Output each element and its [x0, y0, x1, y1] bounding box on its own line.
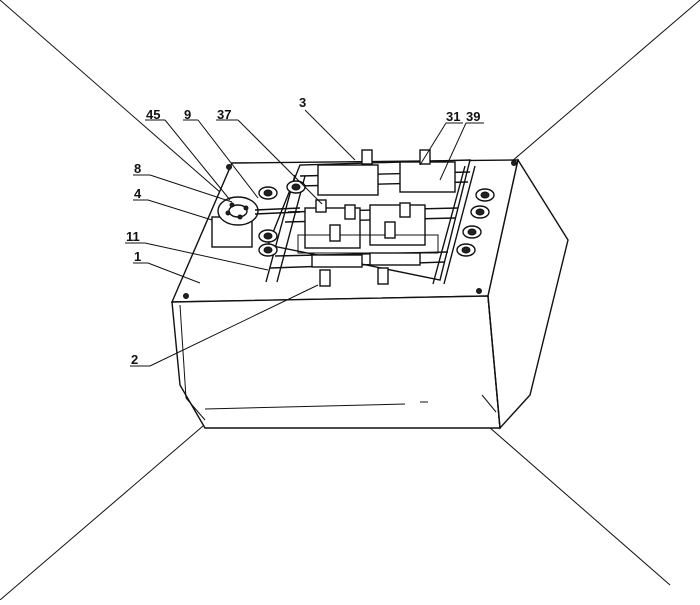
label-45: 45 [146, 107, 160, 122]
label-37: 37 [217, 107, 231, 122]
label-3: 3 [299, 95, 306, 110]
clamp-knobs [315, 149, 431, 287]
reference-labels: 45 9 37 3 31 39 8 4 11 1 2 [126, 95, 480, 367]
label-31: 31 [446, 109, 460, 124]
label-11: 11 [126, 229, 140, 244]
label-2: 2 [131, 352, 138, 367]
label-39: 39 [466, 109, 480, 124]
label-8: 8 [134, 161, 141, 176]
label-1: 1 [134, 249, 141, 264]
leader-lines [125, 109, 484, 367]
label-9: 9 [184, 107, 191, 122]
left-rollers [258, 180, 306, 257]
label-4: 4 [134, 186, 142, 201]
front-face [171, 295, 501, 429]
drive-motor [211, 196, 301, 248]
right-face [487, 158, 569, 430]
right-rollers [456, 188, 495, 257]
